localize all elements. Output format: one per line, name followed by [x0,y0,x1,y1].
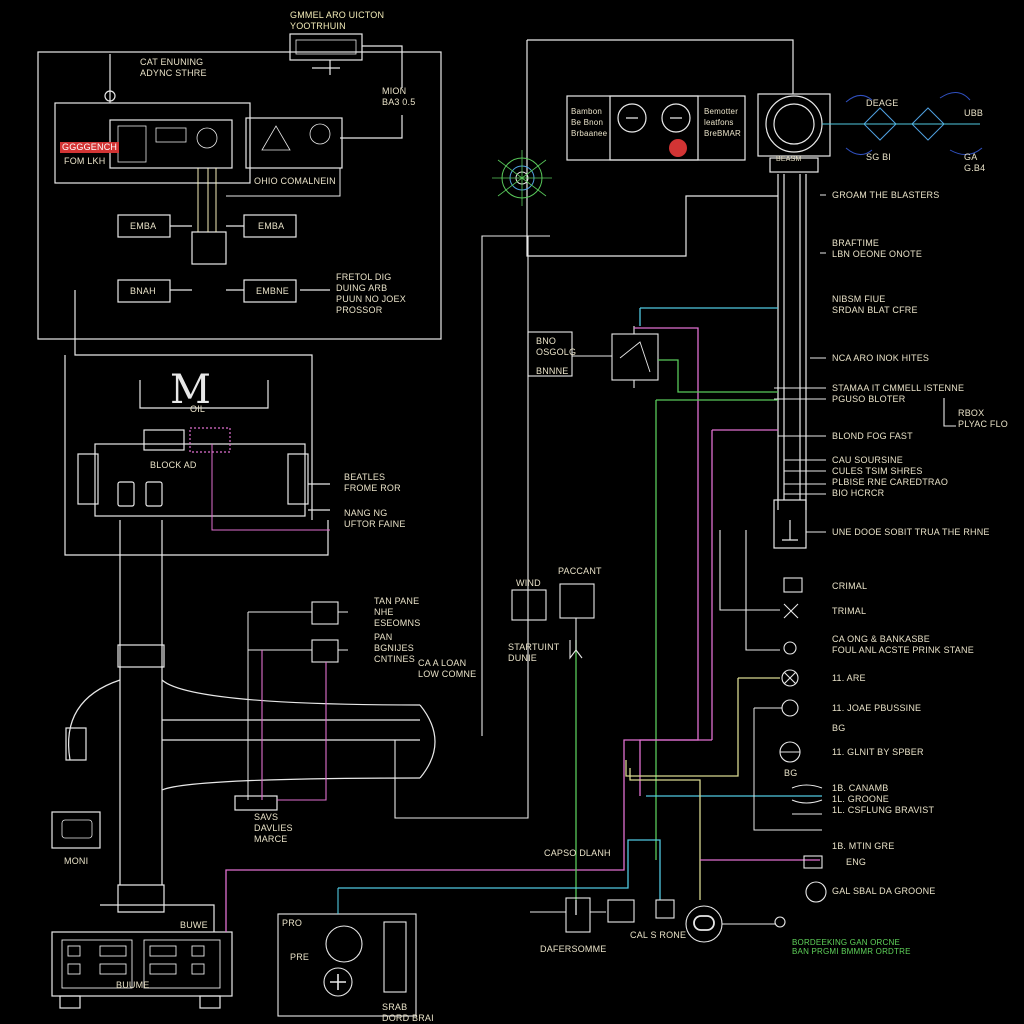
warning-tag: GGGGENCH [60,142,120,153]
bottom-left-title: BUWE [180,920,208,930]
top-title: GMMEL ARO UICTON YOOTRHUIN [290,10,385,31]
fan-label: FOM LKH [64,156,106,166]
radial-sensor [492,150,552,206]
box-top-right-label: EMBA [258,221,285,231]
ca-loan-label: CA A LOAN LOW COMNE [418,658,477,679]
dense-label: DEAGE [866,98,899,108]
right-label-17: 1B. CANAMB 1L. GROONE 1L. CSFLUNG BRAVIS… [832,783,935,815]
pto-label: PRO [282,918,303,928]
right-bus [719,194,956,903]
right-label-07: CAU SOURSINE CULES TSIM SHRES PLBISE RNE… [832,455,949,498]
capo-label: CAPSO DLANH [544,848,611,858]
box-flo-label: RBOX PLYAC FLO [958,408,1008,429]
box-bottom-right-label: EMBNE [256,286,290,296]
beatles-label: BEATLES FROME ROR [344,472,401,493]
oil-label: OIL [190,404,206,414]
lh-label-1: TAN PANE NHE ESEOMNS [374,596,421,628]
right-label-04: NCA ARO INOK HITES [832,353,930,363]
dafer-label: DAFERSOMME [540,944,607,954]
mion-label: MION BA3 0.5 [382,86,416,107]
right-label-05: STAMAA IT CMMELL ISTENNE PGUSO BLOTER [832,383,965,404]
frame-structure [51,520,436,1009]
panel-right-text: Bemotter leatfons BreBMAR [704,107,741,138]
mid-box-label-2: BNNNE [536,366,569,376]
right-label-14: BG [832,723,846,733]
cal-s-label: CAL S RONE [630,930,687,940]
right-label-11: CA ONG & BANKASBE FOUL ANL ACSTE PRINK S… [832,634,974,655]
right-label-19: ENG [846,857,867,867]
right-label-06: BLOND FOG FAST [832,431,913,441]
bottom-left-sub: BUUME [116,980,150,990]
green-note: BORDEEKING GAN ORCNE BAN PRGMI BMMMR ORD… [792,938,911,956]
valve-cluster [247,235,550,819]
lh-label-2: PAN BGNIJES CNTINES [374,632,415,664]
ga-label: GA G.B4 [964,152,986,173]
mid-box-label: BNO OSGOLG [536,336,577,357]
cat-engine-label: CAT ENUNING ADYNC STHRE [140,57,207,78]
pre-label: PRE [290,952,310,962]
obio-label: OHIO COMALNEIN [254,176,336,186]
m-glyph: M [170,367,212,413]
bottom-devices [277,583,786,1017]
right-label-16: BG [784,768,798,778]
right-label-03: NIBSM FIUE SRDAN BLAT CFRE [832,294,918,315]
sensor-array [822,92,983,155]
right-label-15: 11. GLNIT BY SPBER [832,747,924,757]
right-label-09: CRIMAL [832,581,868,591]
junction-box [527,326,659,388]
nang-label: NANG NG UFTOR FAINE [344,508,406,529]
control-panel [526,39,831,549]
box-top-left-label: EMBA [130,221,157,231]
engine-control-block [37,33,442,520]
monitor-label: MONI [64,856,89,866]
bottom-center-label: SRAB DORD BRAI [382,1002,434,1023]
fretol-label: FRETOL DIG DUING ARB PUUN NO JOEX PROSSO… [336,272,406,315]
right-label-13: 11. JOAE PBUSSINE [832,703,922,713]
sg-bi-label: SG BI [866,152,892,162]
block-ad-label: BLOCK AD [150,460,197,470]
right-label-08: UNE DOOE SOBIT TRUA THE RHNE [832,527,990,537]
colored-wiring [225,307,822,932]
pacant-label: PACCANT [558,566,602,576]
right-label-20: GAL SBAL DA GROONE [832,886,936,896]
right-label-02: BRAFTIME LBN OEONE ONOTE [832,238,923,259]
motor-block [64,355,330,556]
device-plate-label: BEASM [776,156,802,163]
panel-left-text: Bambon Be Bnon Brbaanee [571,107,608,138]
ubb-label: UBB [964,108,984,118]
start-unit-label: STARTUINT DUNIE [508,642,560,663]
wind-label: WIND [516,578,541,588]
savs-label: SAVS DAVLIES MARCE [254,812,293,844]
right-label-12: 11. ARE [832,673,866,683]
right-label-01: GROAM THE BLASTERS [832,190,940,200]
right-label-18: 1B. MTIN GRE [832,841,895,851]
bottom-left-panel [61,939,221,989]
right-label-10: TRIMAL [832,606,867,616]
box-bottom-left-label: BNAH [130,286,156,296]
